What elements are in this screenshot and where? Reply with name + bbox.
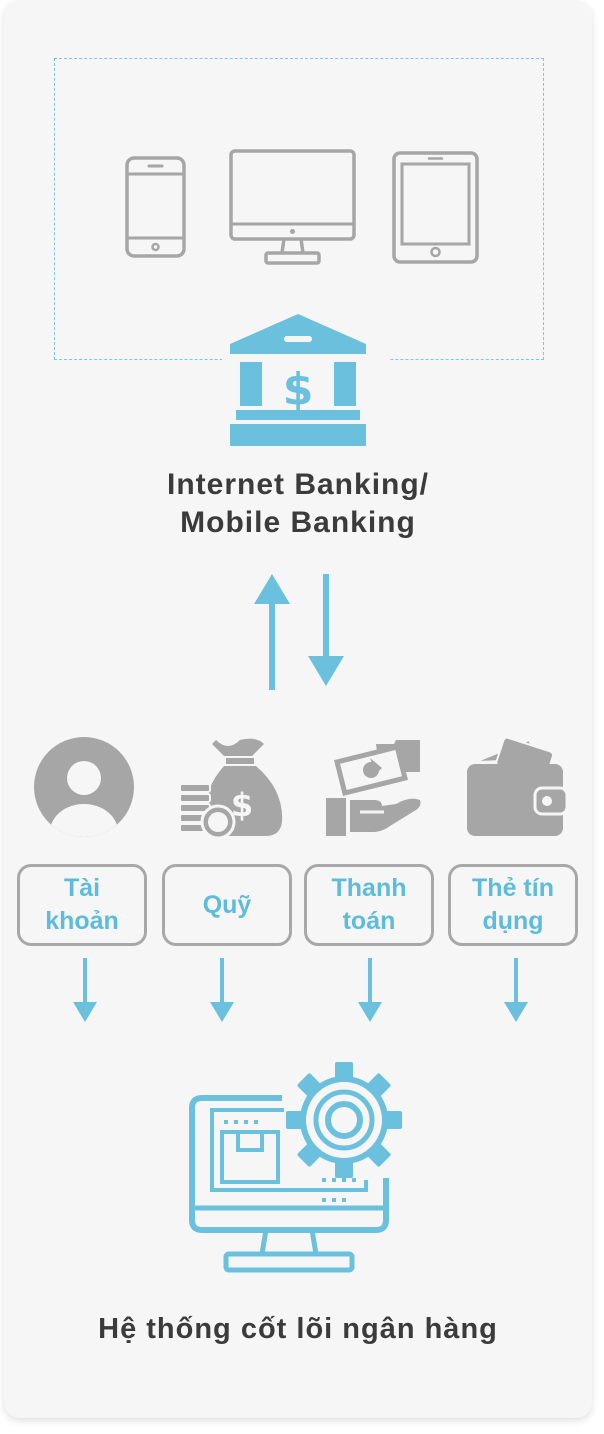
down-arrow-icon (504, 958, 528, 1022)
banking-title-line1: Internet Banking/ (166, 468, 430, 501)
smartphone-icon (125, 156, 186, 258)
down-arrow-icon (358, 958, 382, 1022)
money-bag-icon: $ (179, 738, 283, 840)
tablet-icon (392, 151, 479, 264)
bidirectional-arrows-icon (254, 574, 344, 690)
core-system-title: Hệ thống cốt lõi ngân hàng (98, 1313, 498, 1345)
service-credit-card-button[interactable]: Thẻ tín dụng (448, 864, 578, 946)
down-arrow-icon (73, 958, 97, 1022)
payment-hand-icon (326, 740, 421, 836)
desktop-monitor-icon (229, 149, 356, 265)
core-system-computer-gear-icon (189, 1062, 402, 1273)
user-account-icon (34, 737, 134, 837)
service-payment-button[interactable]: Thanh toán (304, 864, 434, 946)
svg-text:$: $ (231, 786, 253, 824)
service-account-button[interactable]: Tài khoản (17, 864, 147, 946)
wallet-card-icon (467, 736, 569, 836)
banking-title-line2: Mobile Banking (180, 506, 416, 539)
bank-dollar-icon: $ (230, 314, 366, 446)
down-arrow-icon (210, 958, 234, 1022)
svg-text:$: $ (283, 364, 314, 415)
diagram-card (4, 0, 592, 1418)
service-fund-button[interactable]: Quỹ (162, 864, 292, 946)
